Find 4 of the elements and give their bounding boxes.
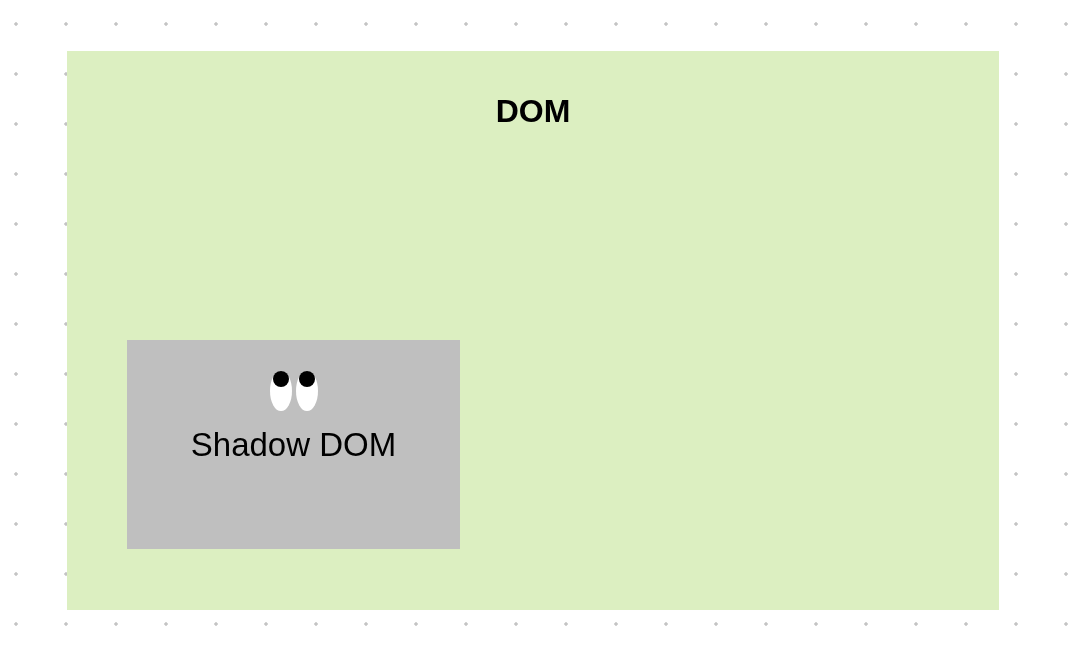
- nested-box: [127, 340, 460, 549]
- box-label: Shadow DOM: [190, 426, 397, 464]
- box-title: DOM: [495, 93, 571, 130]
- container-box: [67, 51, 999, 610]
